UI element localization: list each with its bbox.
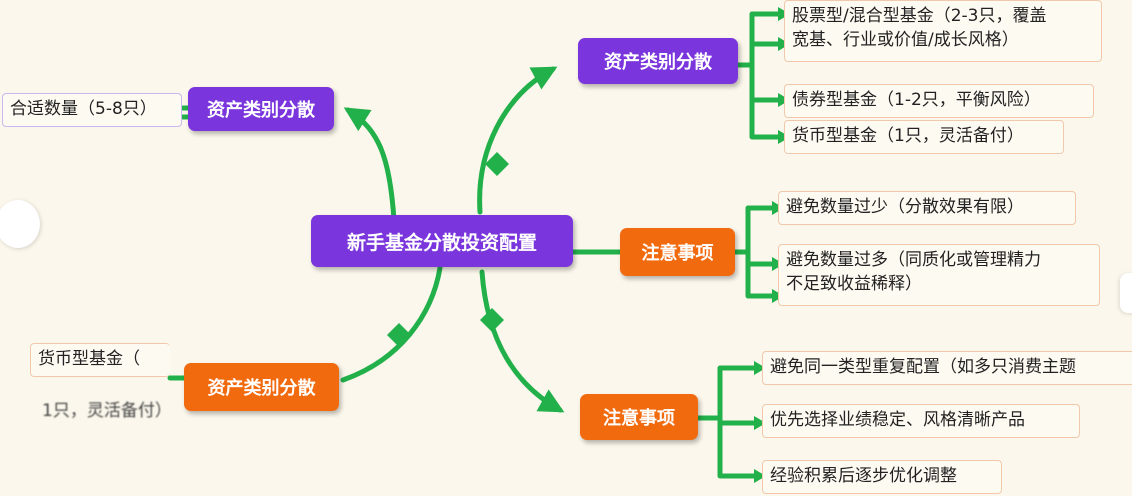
leaf-money-funds[interactable]: 货币型基金（1只，灵活备付）: [784, 120, 1064, 154]
leaf-suitable-quantity[interactable]: 合适数量（5-8只）: [2, 93, 182, 127]
leaf-line: 债券型基金（1-2只，平衡风险）: [792, 90, 1041, 110]
leaf-line: 避免同一类型重复配置（如多只消费主题: [770, 357, 1076, 377]
branch-notes-middle-right[interactable]: 注意事项: [620, 228, 735, 276]
connector-diamond: [480, 308, 504, 332]
leaf-prefer-stable[interactable]: 优先选择业绩稳定、风格清晰产品: [762, 404, 1080, 438]
branch-label: 资产类别分散: [207, 100, 315, 121]
link-root-bottom-right: [479, 269, 565, 413]
leaf-line: 股票型/混合型基金（2-3只，覆盖: [792, 6, 1047, 26]
leaf-line: 经验积累后逐步优化调整: [770, 466, 957, 486]
branch-asset-class-bottom-left[interactable]: 资产类别分散: [184, 363, 339, 411]
branch-notes-bottom-right[interactable]: 注意事项: [580, 394, 698, 440]
leaf-line: 宽基、行业或价值/成长风格）: [792, 30, 1019, 50]
leaf-arrow: [754, 469, 766, 483]
link-root-top-right: [477, 66, 558, 215]
leaf-bond-funds[interactable]: 债券型基金（1-2只，平衡风险）: [784, 84, 1094, 118]
branch-asset-class-top-left[interactable]: 资产类别分散: [188, 87, 334, 131]
leaf-arrow: [754, 361, 766, 375]
branch-label: 资产类别分散: [604, 52, 712, 73]
connector-diamond: [387, 323, 411, 347]
leaf-money-fund-partial[interactable]: 货币型基金（: [30, 343, 170, 377]
leaf-money-fund-partial-blurred: 1只，灵活备付）: [34, 395, 174, 427]
link-root-bottom-left: [340, 265, 443, 383]
leaf-avoid-duplicate-type[interactable]: 避免同一类型重复配置（如多只消费主题: [762, 351, 1132, 385]
leaf-avoid-too-many[interactable]: 避免数量过多（同质化或管理精力 不足致收益稀释）: [778, 244, 1100, 306]
link-root-top-left: [343, 107, 397, 223]
leaf-line: 货币型基金（1只，灵活备付）: [792, 126, 1024, 146]
leaf-line: 避免数量过多（同质化或管理精力: [786, 250, 1041, 270]
branch-label: 注意事项: [641, 243, 714, 264]
leaf-line: 优先选择业绩稳定、风格清晰产品: [770, 410, 1025, 430]
branch-label: 注意事项: [603, 408, 675, 429]
leaf-line: 合适数量（5-8只）: [10, 99, 157, 119]
branch-asset-class-top-right[interactable]: 资产类别分散: [578, 38, 738, 84]
leaf-arrow: [754, 416, 766, 430]
leaf-line: 不足致收益稀释）: [786, 274, 922, 294]
leaf-line: 货币型基金（: [38, 349, 140, 369]
leaf-line: 避免数量过少（分散效果有限）: [786, 197, 1024, 217]
leaf-optimize-later[interactable]: 经验积累后逐步优化调整: [762, 460, 1002, 494]
branch-label: 资产类别分散: [207, 378, 316, 399]
leaf-stock-mixed-funds[interactable]: 股票型/混合型基金（2-3只，覆盖 宽基、行业或价值/成长风格）: [784, 0, 1102, 62]
root-label: 新手基金分散投资配置: [346, 231, 537, 254]
leaf-avoid-too-few[interactable]: 避免数量过少（分散效果有限）: [778, 191, 1076, 225]
leaf-line: 1只，灵活备付）: [42, 401, 172, 421]
window-edge-tab: [1120, 273, 1132, 313]
window-edge-handle: [0, 200, 40, 248]
connector-diamond: [485, 152, 509, 176]
root-node[interactable]: 新手基金分散投资配置: [311, 215, 573, 267]
